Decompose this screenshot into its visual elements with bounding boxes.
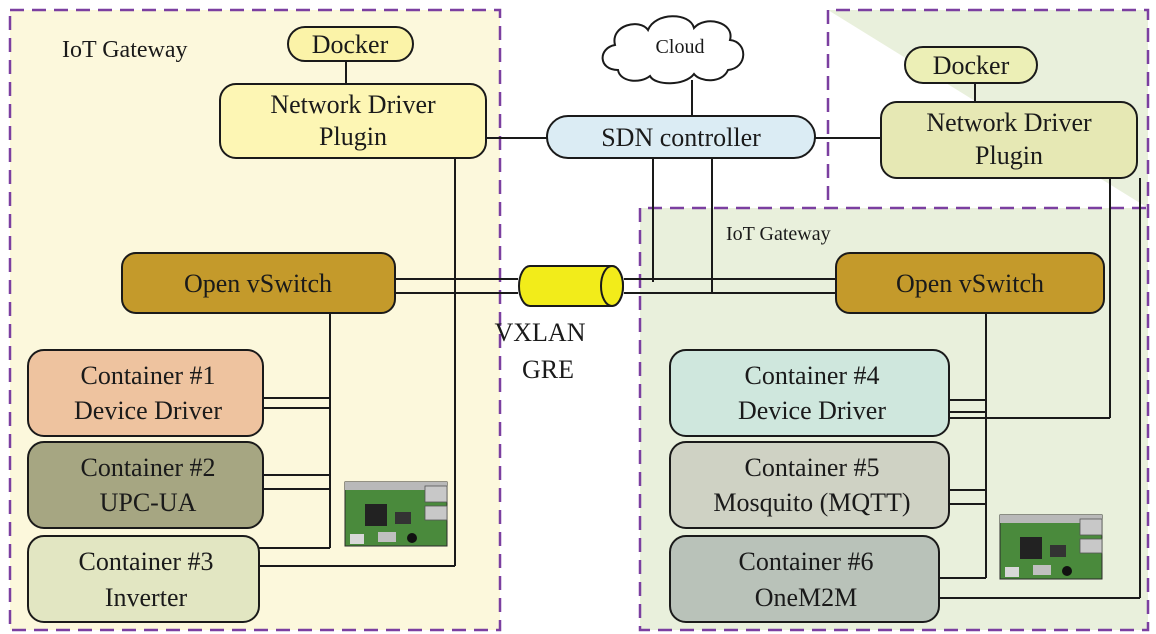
container-6-line2: OneM2M bbox=[755, 583, 858, 612]
container-3-box bbox=[27, 535, 260, 623]
left-docker-label: Docker bbox=[312, 30, 389, 59]
container-2-line1: Container #2 bbox=[80, 453, 215, 482]
container-4-box bbox=[669, 349, 950, 437]
right-open-vswitch bbox=[835, 252, 1105, 314]
container-1-box bbox=[27, 349, 264, 437]
container-6-line1: Container #6 bbox=[738, 547, 873, 576]
right-docker-box bbox=[904, 46, 1038, 84]
right-docker-label: Docker bbox=[933, 51, 1010, 80]
connection-wires bbox=[259, 60, 1141, 599]
container-2-line2: UPC-UA bbox=[100, 488, 197, 517]
tunnel-label-line2: GRE bbox=[522, 355, 574, 384]
container-1-line1: Container #1 bbox=[80, 361, 215, 390]
left-network-driver-plugin bbox=[219, 83, 487, 159]
cloud-label: Cloud bbox=[656, 36, 705, 58]
right-open-vswitch-label: Open vSwitch bbox=[896, 269, 1044, 298]
container-6-box bbox=[669, 535, 940, 623]
tunnel-label-line1: VXLAN bbox=[495, 318, 586, 347]
left-docker-box bbox=[287, 26, 414, 62]
left-gateway-boundary bbox=[8, 8, 502, 632]
container-2-box bbox=[27, 441, 264, 529]
right-raspberry-pi-board-icon bbox=[999, 514, 1103, 580]
right-plugin-line2: Plugin bbox=[975, 141, 1043, 170]
left-plugin-line2: Plugin bbox=[319, 122, 387, 151]
left-open-vswitch bbox=[121, 252, 396, 314]
container-3-line2: Inverter bbox=[105, 583, 188, 612]
container-5-line1: Container #5 bbox=[744, 453, 879, 482]
container-3-line1: Container #3 bbox=[78, 547, 213, 576]
sdn-controller-box bbox=[546, 115, 816, 159]
vxlan-tunnel-icon bbox=[518, 265, 624, 307]
right-gateway-title: IoT Gateway bbox=[726, 223, 831, 245]
container-5-line2: Mosquito (MQTT) bbox=[713, 488, 910, 517]
left-open-vswitch-label: Open vSwitch bbox=[184, 269, 332, 298]
right-network-driver-plugin bbox=[880, 101, 1138, 179]
right-gateway-boundary bbox=[638, 8, 1150, 632]
container-4-line2: Device Driver bbox=[738, 396, 886, 425]
container-1-line2: Device Driver bbox=[74, 396, 222, 425]
left-gateway-title: IoT Gateway bbox=[62, 37, 188, 63]
container-5-box bbox=[669, 441, 950, 529]
container-4-line1: Container #4 bbox=[744, 361, 879, 390]
right-plugin-line1: Network Driver bbox=[926, 108, 1092, 137]
cloud-icon bbox=[601, 15, 745, 85]
left-raspberry-pi-board-icon bbox=[344, 481, 448, 547]
left-plugin-line1: Network Driver bbox=[270, 90, 436, 119]
sdn-controller-label: SDN controller bbox=[601, 123, 761, 152]
